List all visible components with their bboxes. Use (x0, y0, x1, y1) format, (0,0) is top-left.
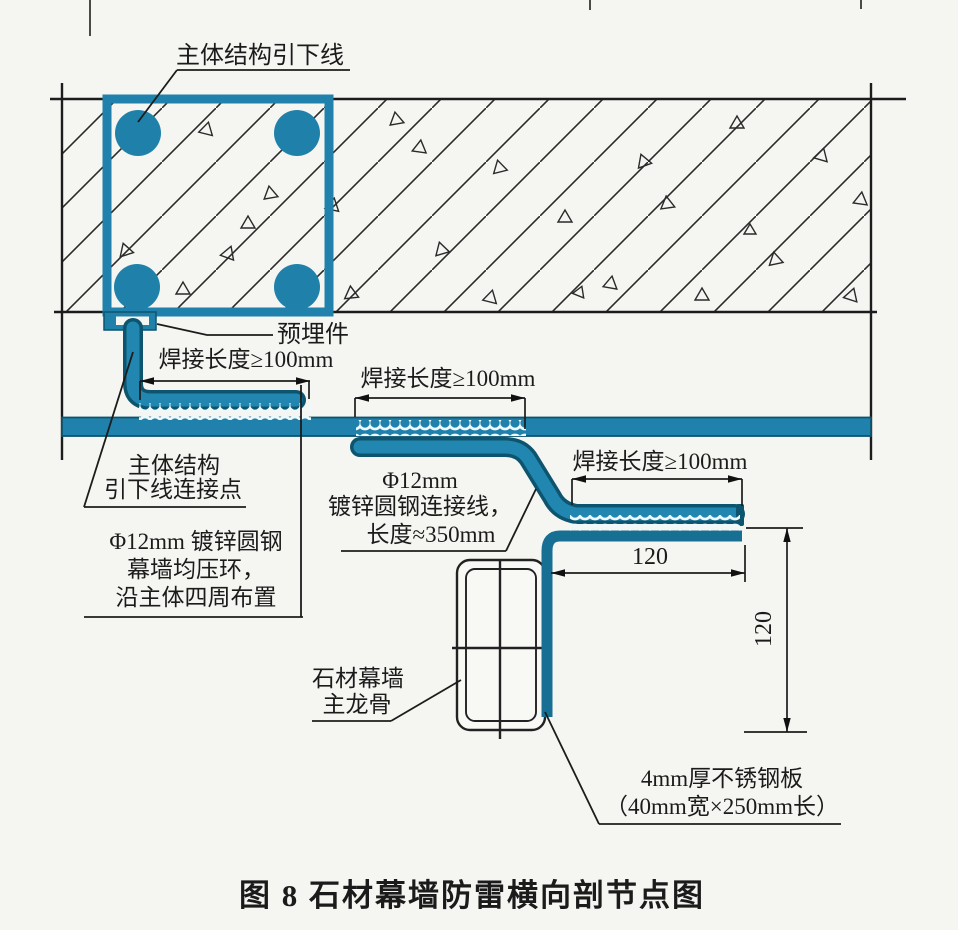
label-plate-line2: （40mm宽×250mm长） (605, 794, 839, 819)
label-connection-point-line2: 引下线连接点 (104, 477, 242, 502)
weld-bead-2 (356, 420, 526, 436)
weld-bead-3 (570, 515, 740, 531)
label-keel-line1: 石材幕墙 (312, 666, 404, 691)
label-connector-line1: Φ12mm (382, 468, 458, 493)
dim-vertical-120: 120 (751, 611, 777, 647)
structural-column (102, 94, 334, 317)
dim-horizontal-120: 120 (632, 544, 668, 570)
label-plate-line1: 4mm厚不锈钢板 (641, 766, 803, 791)
label-embedded-part: 预埋件 (277, 321, 349, 348)
weld-bead-1 (139, 403, 311, 420)
label-weld-length-2: 焊接长度≥100mm (361, 366, 536, 391)
dimension-lines (139, 380, 807, 733)
label-ring-line2: 幕墙均压环， (127, 557, 265, 582)
concrete-slab-hatch (63, 100, 870, 311)
figure-caption: 图 8 石材幕墙防雷横向剖节点图 (239, 878, 705, 913)
dimension-arrowheads (140, 377, 791, 732)
label-ring-line3: 沿主体四周布置 (116, 585, 277, 610)
label-connector-line2: 镀锌圆钢连接线， (328, 494, 512, 519)
stone-keel (452, 558, 547, 739)
label-ring-line1: Φ12mm 镀锌圆钢 (109, 529, 282, 554)
stainless-steel-plate (541, 530, 742, 717)
rebar-circles (114, 110, 320, 310)
label-main-down-conductor: 主体结构引下线 (176, 42, 344, 69)
label-weld-length-1: 焊接长度≥100mm (159, 347, 334, 372)
label-connector-line3: 长度≈350mm (367, 522, 496, 547)
label-leaders (83, 69, 841, 825)
label-weld-length-3: 焊接长度≥100mm (573, 449, 748, 474)
weld-beads (139, 403, 740, 531)
label-keel-line2: 主龙骨 (323, 692, 392, 717)
column-stirrup-outline (102, 94, 334, 317)
top-edge-marks (89, 0, 862, 36)
aggregate-triangles (119, 110, 869, 305)
down-lead-rod (123, 318, 306, 410)
label-connection-point-line1: 主体结构 (128, 453, 220, 478)
